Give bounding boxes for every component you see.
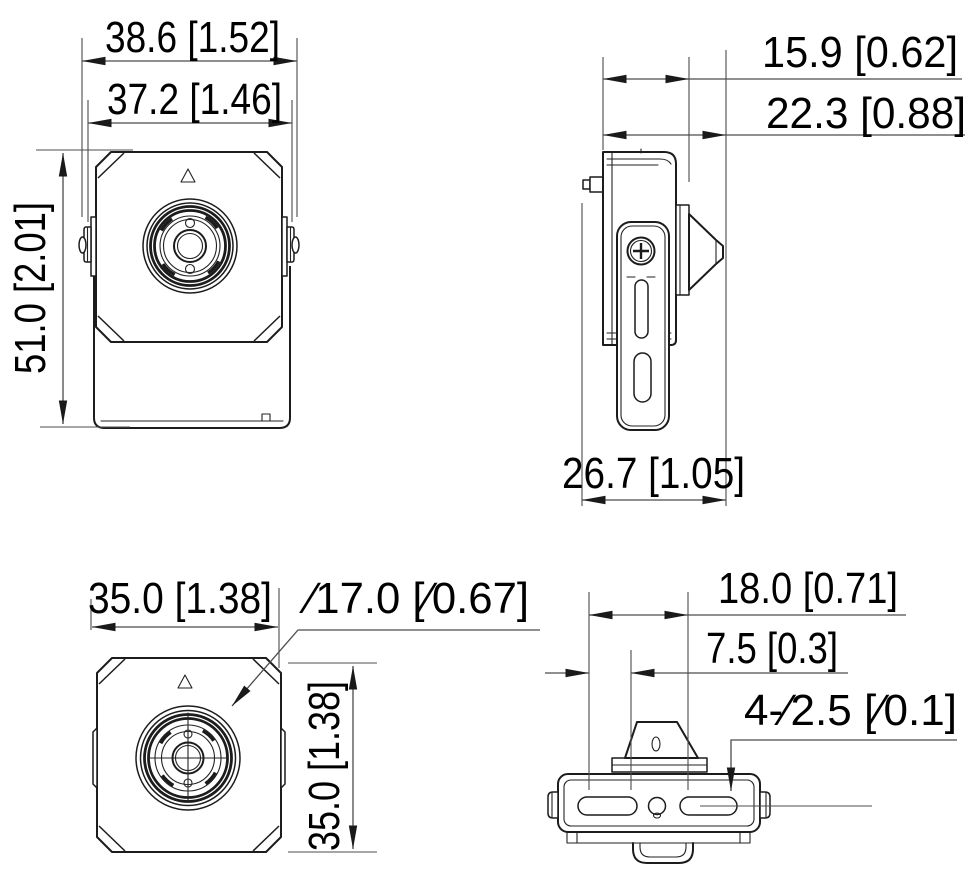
- lens-mount-plate: [675, 204, 690, 296]
- side-screw-boss-right: [280, 727, 286, 789]
- bracket-arm: [616, 221, 670, 431]
- lens-diameter-leader: [231, 629, 540, 707]
- mount-slot-left: [577, 796, 638, 816]
- orientation-triangle: [177, 674, 193, 689]
- side-screw-left: [547, 791, 559, 819]
- bracket-notch: [261, 413, 271, 422]
- lens-cone-top: [611, 721, 708, 773]
- top-view-dimensions: 18.0 [0.71] 7.5 [0.3] 4-∕2.5 [∕0.1]: [545, 564, 957, 807]
- dim-mount-span: 18.0 [0.71]: [718, 564, 898, 613]
- side-screw-boss-left: [92, 727, 98, 789]
- center-hole: [647, 796, 667, 816]
- front-view-dimensions: 38.6 [1.52] 37.2 [1.46] 51.0 [2.01]: [6, 13, 298, 428]
- camera-body: [96, 657, 282, 853]
- adjust-slot: [634, 279, 649, 339]
- lens-screw-top: [183, 729, 193, 739]
- dim-width: 35.0 [1.38]: [88, 574, 272, 623]
- dim-height: 35.0 [1.38]: [300, 681, 349, 851]
- top-view: 18.0 [0.71] 7.5 [0.3] 4-∕2.5 [∕0.1]: [545, 564, 957, 864]
- mount-holes-leader: [726, 739, 957, 791]
- mount-slot-side: [633, 352, 652, 403]
- lens-cone: [688, 213, 724, 291]
- phillips-screw: [626, 236, 656, 266]
- pan-tilt-tab-right: [281, 216, 300, 277]
- front-view: 38.6 [1.52] 37.2 [1.46] 51.0 [2.01]: [6, 13, 300, 429]
- dim-width-outer: 38.6 [1.52]: [105, 13, 280, 62]
- lens-screw-top: [184, 217, 196, 229]
- dim-width-inner: 37.2 [1.46]: [107, 75, 282, 124]
- pan-tilt-tab-left: [78, 216, 97, 277]
- dim-lens-diameter: ∕17.0 [∕0.67]: [299, 574, 529, 623]
- bracket-handle: [632, 842, 694, 864]
- front-view-no-bracket: 35.0 [1.38] ∕17.0 [∕0.67] 35.0 [1.38]: [88, 574, 540, 853]
- bracket-screw-right: [291, 236, 300, 254]
- center-hole-notch: [652, 812, 662, 819]
- pinhole-lens-opening: [171, 741, 205, 775]
- camera-body-top: [557, 773, 761, 833]
- dim-mount-offset: 7.5 [0.3]: [706, 624, 838, 673]
- side-view-dimensions: 15.9 [0.62] 22.3 [0.88] 26.7 [1.05]: [562, 28, 966, 506]
- side-view: 15.9 [0.62] 22.3 [0.88] 26.7 [1.05]: [562, 28, 966, 506]
- dim-mount-holes: 4-∕2.5 [∕0.1]: [744, 686, 957, 735]
- bottom-front-dimensions: 35.0 [1.38] ∕17.0 [∕0.67] 35.0 [1.38]: [88, 574, 540, 853]
- mic-protrusion: [582, 176, 604, 193]
- pinhole-lens-opening: [173, 229, 207, 263]
- dim-height: 51.0 [2.01]: [6, 202, 55, 374]
- lens: [135, 705, 241, 811]
- bracket-screw-left: [78, 236, 87, 254]
- camera-body: [95, 151, 283, 343]
- cone-hole: [651, 736, 661, 752]
- lens-screw-bottom: [184, 263, 196, 275]
- dim-depth-body: 15.9 [0.62]: [762, 28, 958, 77]
- side-screw-right: [759, 791, 771, 819]
- base-plate: [566, 831, 751, 844]
- orientation-triangle: [180, 168, 196, 183]
- dim-depth-to-lens: 22.3 [0.88]: [766, 89, 966, 138]
- dim-depth-overall: 26.7 [1.05]: [562, 449, 745, 498]
- lens-screw-bottom: [183, 778, 193, 788]
